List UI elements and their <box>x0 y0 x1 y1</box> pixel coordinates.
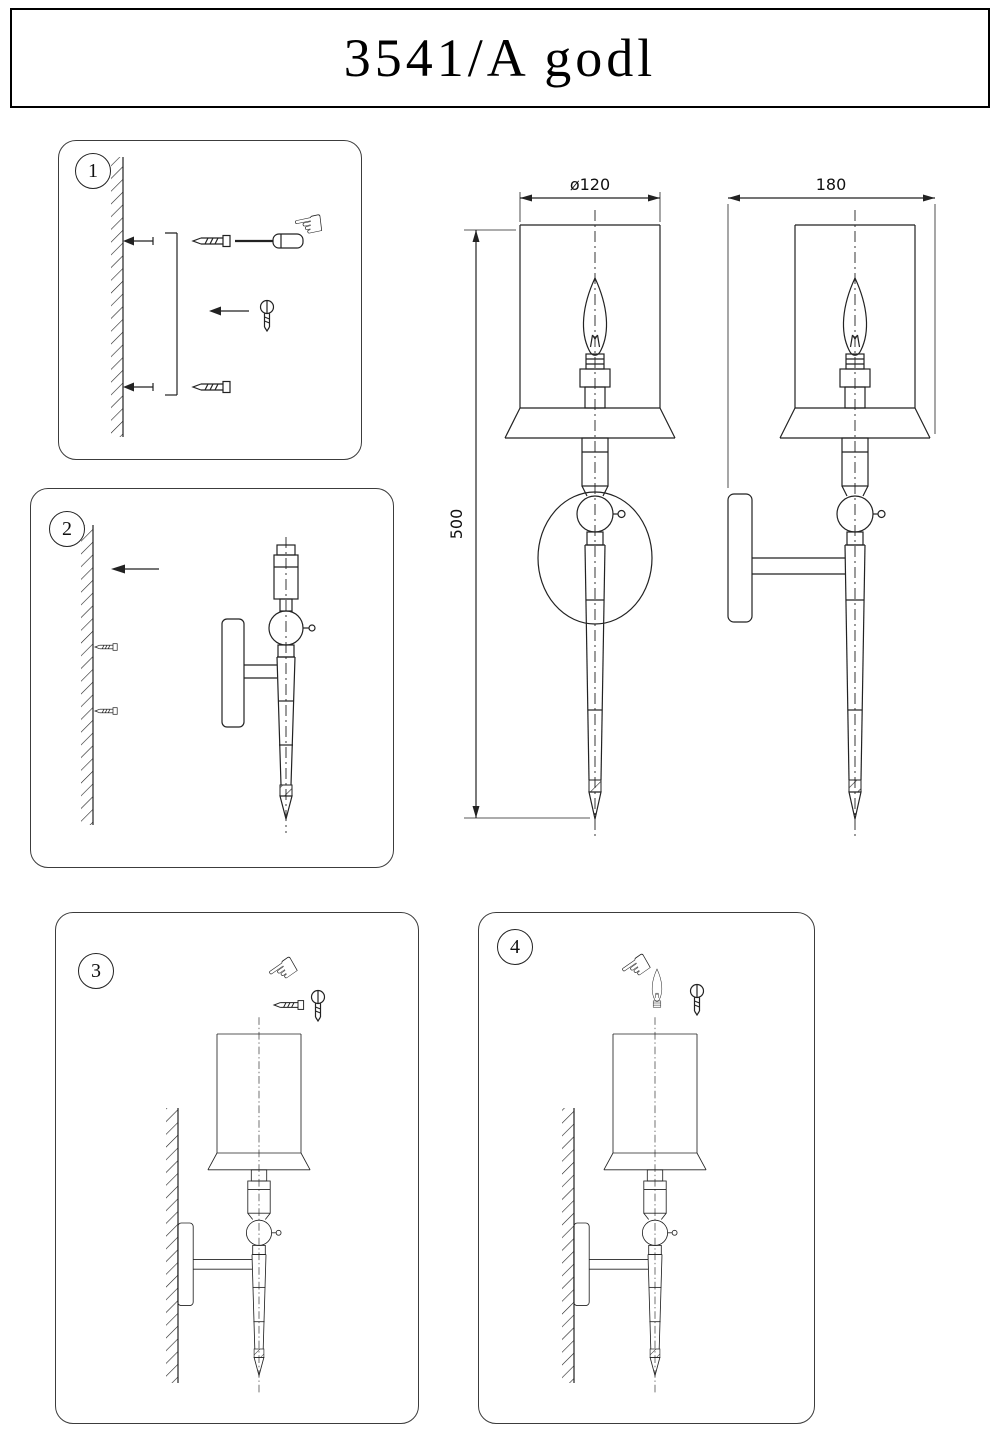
step-number-3-label: 3 <box>91 959 101 982</box>
hand-icon: ☜ <box>612 942 662 994</box>
body-side <box>727 437 886 820</box>
step-panel-3: 3 ☜ <box>55 912 419 1424</box>
step-number-2: 2 <box>49 511 85 547</box>
push-and-screw-icon <box>209 299 275 332</box>
screw-top-icon <box>192 234 231 248</box>
direction-arrow <box>111 564 159 574</box>
alignment-bracket <box>165 232 178 396</box>
step-3-drawing: ☜ <box>166 945 326 1395</box>
dimension-label-diameter: ø120 <box>570 175 610 194</box>
wall-section <box>562 1108 575 1383</box>
wall-screw-bottom-icon <box>94 707 118 715</box>
screw-bottom-icon <box>192 380 231 394</box>
step-number-1: 1 <box>75 153 111 189</box>
lamp-body-side-view <box>221 537 316 833</box>
wall-section <box>111 157 124 437</box>
mounted-sconce <box>573 1016 707 1395</box>
front-view: ø120 <box>447 175 676 840</box>
dimension-height: 500 <box>447 229 590 819</box>
title-block: 3541/A godl <box>10 8 990 108</box>
socket-front <box>579 368 611 409</box>
mounted-sconce <box>177 1016 311 1395</box>
step-2-drawing <box>81 525 316 833</box>
step-panel-4: 4 ☜ <box>478 912 815 1424</box>
step-number-2-label: 2 <box>62 517 72 540</box>
screw-small-icon <box>273 1000 305 1010</box>
product-title: 3541/A godl <box>343 28 657 88</box>
step-4-drawing: ☜ <box>562 942 707 1395</box>
step-panel-2: 2 <box>30 488 394 868</box>
step-number-3: 3 <box>78 953 114 989</box>
step-panel-1: 1 ☜ <box>58 140 362 460</box>
screw-vertical-icon <box>689 983 705 1016</box>
shade-front <box>504 224 676 439</box>
screwdriver-icon <box>235 233 304 249</box>
hand-icon: ☜ <box>259 945 309 997</box>
dimension-depth: 180 <box>727 175 936 488</box>
screw-vertical-icon <box>310 989 326 1022</box>
step-1-drawing: ☜ <box>111 157 329 437</box>
wall-anchor-top <box>123 236 154 246</box>
step-number-1-label: 1 <box>88 159 98 182</box>
dimensioned-views-drawing: ø120 <box>447 175 936 840</box>
wall-anchor-bottom <box>123 382 154 392</box>
step-number-4: 4 <box>497 929 533 965</box>
socket-side <box>839 368 871 409</box>
dimension-label-depth: 180 <box>816 175 847 194</box>
dimension-diameter: ø120 <box>519 175 661 222</box>
wall-section <box>166 1108 179 1383</box>
side-view: 180 <box>727 175 936 840</box>
wall-section <box>81 525 94 825</box>
hand-icon: ☜ <box>289 202 329 249</box>
wall-screw-top-icon <box>94 643 118 651</box>
step-number-4-label: 4 <box>510 935 520 958</box>
body-front <box>537 437 653 820</box>
dimension-label-height: 500 <box>447 509 466 540</box>
